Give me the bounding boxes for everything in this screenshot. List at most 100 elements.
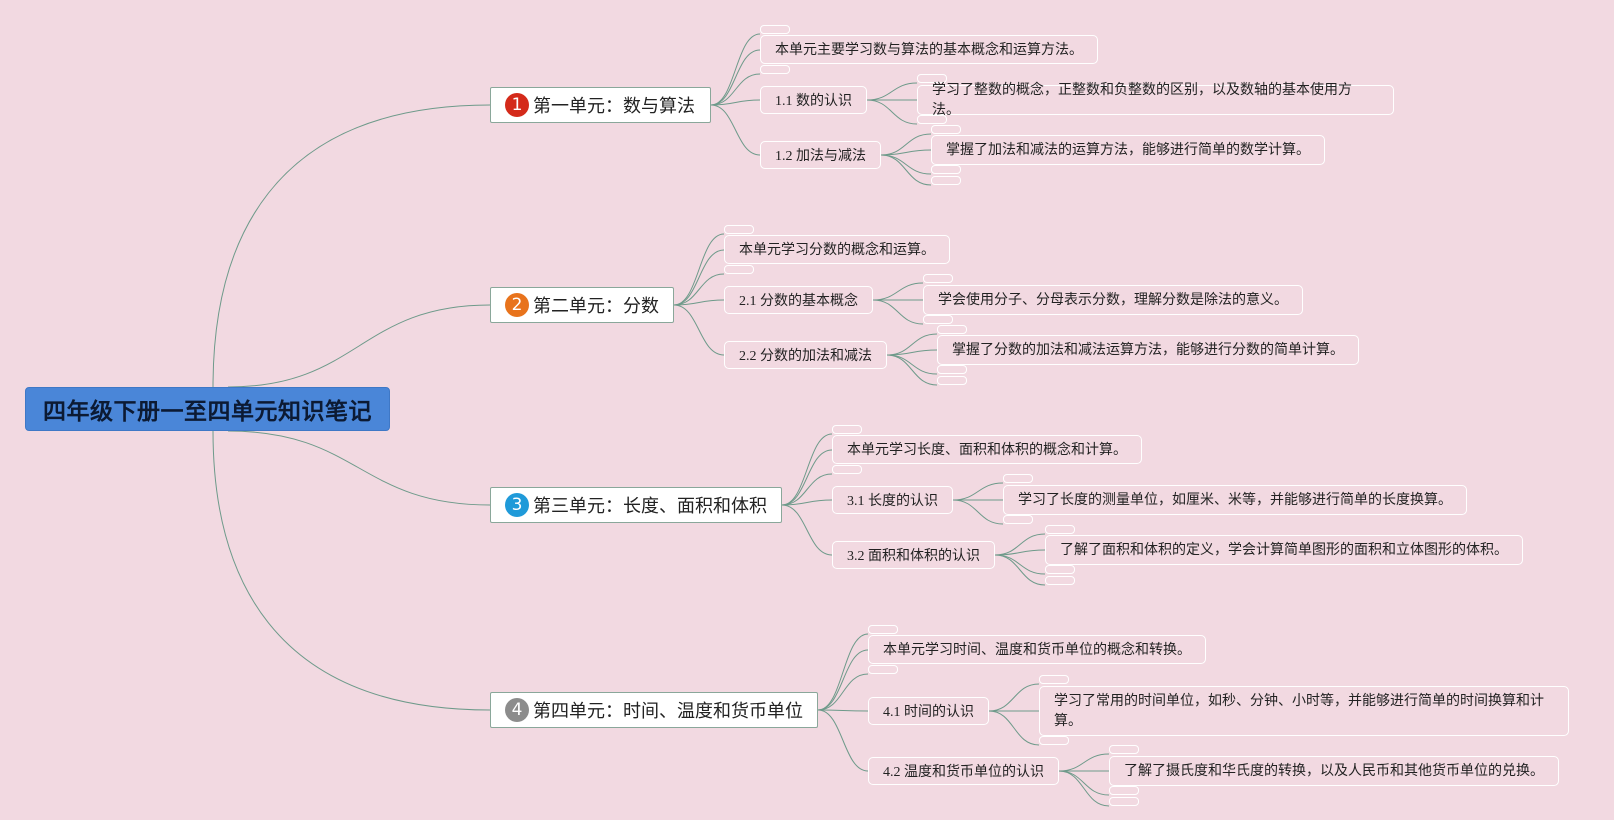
section-4-2-note[interactable]: 了解了摄氏度和华氏度的转换，以及人民币和其他货币单位的兑换。 [1109, 756, 1559, 786]
collapsed-stub[interactable] [931, 165, 961, 174]
connector-line [1058, 770, 1110, 807]
connector-line [781, 504, 833, 556]
collapsed-stub[interactable] [868, 625, 898, 634]
number-3-badge-icon: 3 [505, 493, 529, 517]
collapsed-stub[interactable] [931, 176, 961, 185]
section-1-2[interactable]: 1.2 加法与减法 [760, 141, 881, 169]
section-1-1[interactable]: 1.1 数的认识 [760, 86, 867, 114]
connector-line [872, 282, 924, 301]
unit-4-node[interactable]: 4 第四单元：时间、温度和货币单位 [490, 692, 818, 728]
section-3-2[interactable]: 3.2 面积和体积的认识 [832, 541, 995, 569]
connector-line [988, 683, 1040, 712]
unit-1-node[interactable]: 1 第一单元：数与算法 [490, 87, 711, 123]
section-3-1-note[interactable]: 学习了长度的测量单位，如厘米、米等，并能够进行简单的长度换算。 [1003, 485, 1467, 515]
section-3-2-note[interactable]: 了解了面积和体积的定义，学会计算简单图形的面积和立体图形的体积。 [1045, 535, 1523, 565]
connector-line [817, 649, 869, 711]
connector-line [886, 354, 938, 386]
unit-2-node[interactable]: 2 第二单元：分数 [490, 287, 674, 323]
connector-line [673, 299, 725, 306]
collapsed-stub[interactable] [1045, 525, 1075, 534]
section-4-1[interactable]: 4.1 时间的认识 [868, 697, 989, 725]
collapsed-stub[interactable] [832, 465, 862, 474]
connector-line [994, 533, 1046, 556]
section-2-2[interactable]: 2.2 分数的加法和减法 [724, 341, 887, 369]
connector-line [886, 333, 938, 356]
collapsed-stub[interactable] [1039, 675, 1069, 684]
connector-line [781, 433, 833, 506]
connector-line [952, 482, 1004, 501]
unit-4-summary[interactable]: 本单元学习时间、温度和货币单位的概念和转换。 [868, 635, 1206, 664]
connector-line [673, 273, 725, 306]
section-2-2-note[interactable]: 掌握了分数的加法和减法运算方法，能够进行分数的简单计算。 [937, 335, 1359, 365]
connector-line [710, 104, 761, 156]
collapsed-stub[interactable] [931, 125, 961, 134]
root-topic[interactable]: 四年级下册一至四单元知识笔记 [25, 387, 390, 431]
connector-line [212, 104, 491, 388]
section-4-1-note[interactable]: 学习了常用的时间单位，如秒、分钟、小时等，并能够进行简单的时间换算和计算。 [1039, 686, 1569, 736]
collapsed-stub[interactable] [917, 74, 947, 83]
number-4-badge-icon: 4 [505, 698, 529, 722]
section-1-1-note[interactable]: 学习了整数的概念，正整数和负整数的区别，以及数轴的基本使用方法。 [917, 82, 1394, 118]
section-4-2[interactable]: 4.2 温度和货币单位的认识 [868, 757, 1059, 785]
connector-line [212, 430, 491, 711]
connector-line [710, 99, 761, 106]
collapsed-stub[interactable] [937, 376, 967, 385]
section-2-1-note[interactable]: 学会使用分子、分母表示分数，理解分数是除法的意义。 [923, 285, 1303, 315]
collapsed-stub[interactable] [923, 315, 953, 324]
collapsed-stub[interactable] [1003, 474, 1033, 483]
collapsed-stub[interactable] [1003, 515, 1033, 524]
unit-1-summary[interactable]: 本单元主要学习数与算法的基本概念和运算方法。 [760, 35, 1098, 64]
number-1-badge-icon: 1 [505, 93, 529, 117]
collapsed-stub[interactable] [923, 274, 953, 283]
collapsed-stub[interactable] [868, 665, 898, 674]
connector-line [817, 633, 869, 711]
collapsed-stub[interactable] [937, 325, 967, 334]
connector-line [817, 709, 869, 712]
connector-line [227, 304, 491, 388]
connector-line [994, 554, 1046, 575]
collapsed-stub[interactable] [832, 425, 862, 434]
connector-line [880, 154, 932, 175]
collapsed-stub[interactable] [1109, 786, 1139, 795]
connector-line [673, 233, 725, 306]
connector-line [781, 499, 833, 506]
collapsed-stub[interactable] [1039, 736, 1069, 745]
collapsed-stub[interactable] [724, 225, 754, 234]
connector-line [781, 473, 833, 506]
section-2-1[interactable]: 2.1 分数的基本概念 [724, 286, 873, 314]
connector-line [1058, 770, 1110, 796]
connector-line [866, 82, 918, 101]
section-1-2-note[interactable]: 掌握了加法和减法的运算方法，能够进行简单的数学计算。 [931, 135, 1325, 165]
connector-line [994, 554, 1046, 586]
connector-line [886, 354, 938, 375]
unit-3-node[interactable]: 3 第三单元：长度、面积和体积 [490, 487, 782, 523]
connector-line [673, 304, 725, 356]
collapsed-stub[interactable] [724, 265, 754, 274]
connector-line [1058, 753, 1110, 772]
connector-line [227, 430, 491, 506]
collapsed-stub[interactable] [1045, 576, 1075, 585]
collapsed-stub[interactable] [1109, 745, 1139, 754]
unit-2-summary[interactable]: 本单元学习分数的概念和运算。 [724, 235, 950, 264]
connector-line [872, 299, 924, 325]
connector-line [866, 99, 918, 125]
collapsed-stub[interactable] [917, 115, 947, 124]
collapsed-stub[interactable] [1045, 565, 1075, 574]
connector-line [817, 709, 869, 772]
collapsed-stub[interactable] [760, 25, 790, 34]
connector-line [781, 449, 833, 506]
number-2-badge-icon: 2 [505, 293, 529, 317]
collapsed-stub[interactable] [937, 365, 967, 374]
connector-line [710, 33, 761, 106]
connector-line [817, 673, 869, 711]
connector-line [710, 49, 761, 106]
collapsed-stub[interactable] [760, 65, 790, 74]
connector-line [710, 73, 761, 106]
connector-line [673, 249, 725, 306]
connector-line [952, 499, 1004, 525]
section-3-1[interactable]: 3.1 长度的认识 [832, 486, 953, 514]
unit-3-summary[interactable]: 本单元学习长度、面积和体积的概念和计算。 [832, 435, 1142, 464]
connector-line [880, 133, 932, 156]
collapsed-stub[interactable] [1109, 797, 1139, 806]
